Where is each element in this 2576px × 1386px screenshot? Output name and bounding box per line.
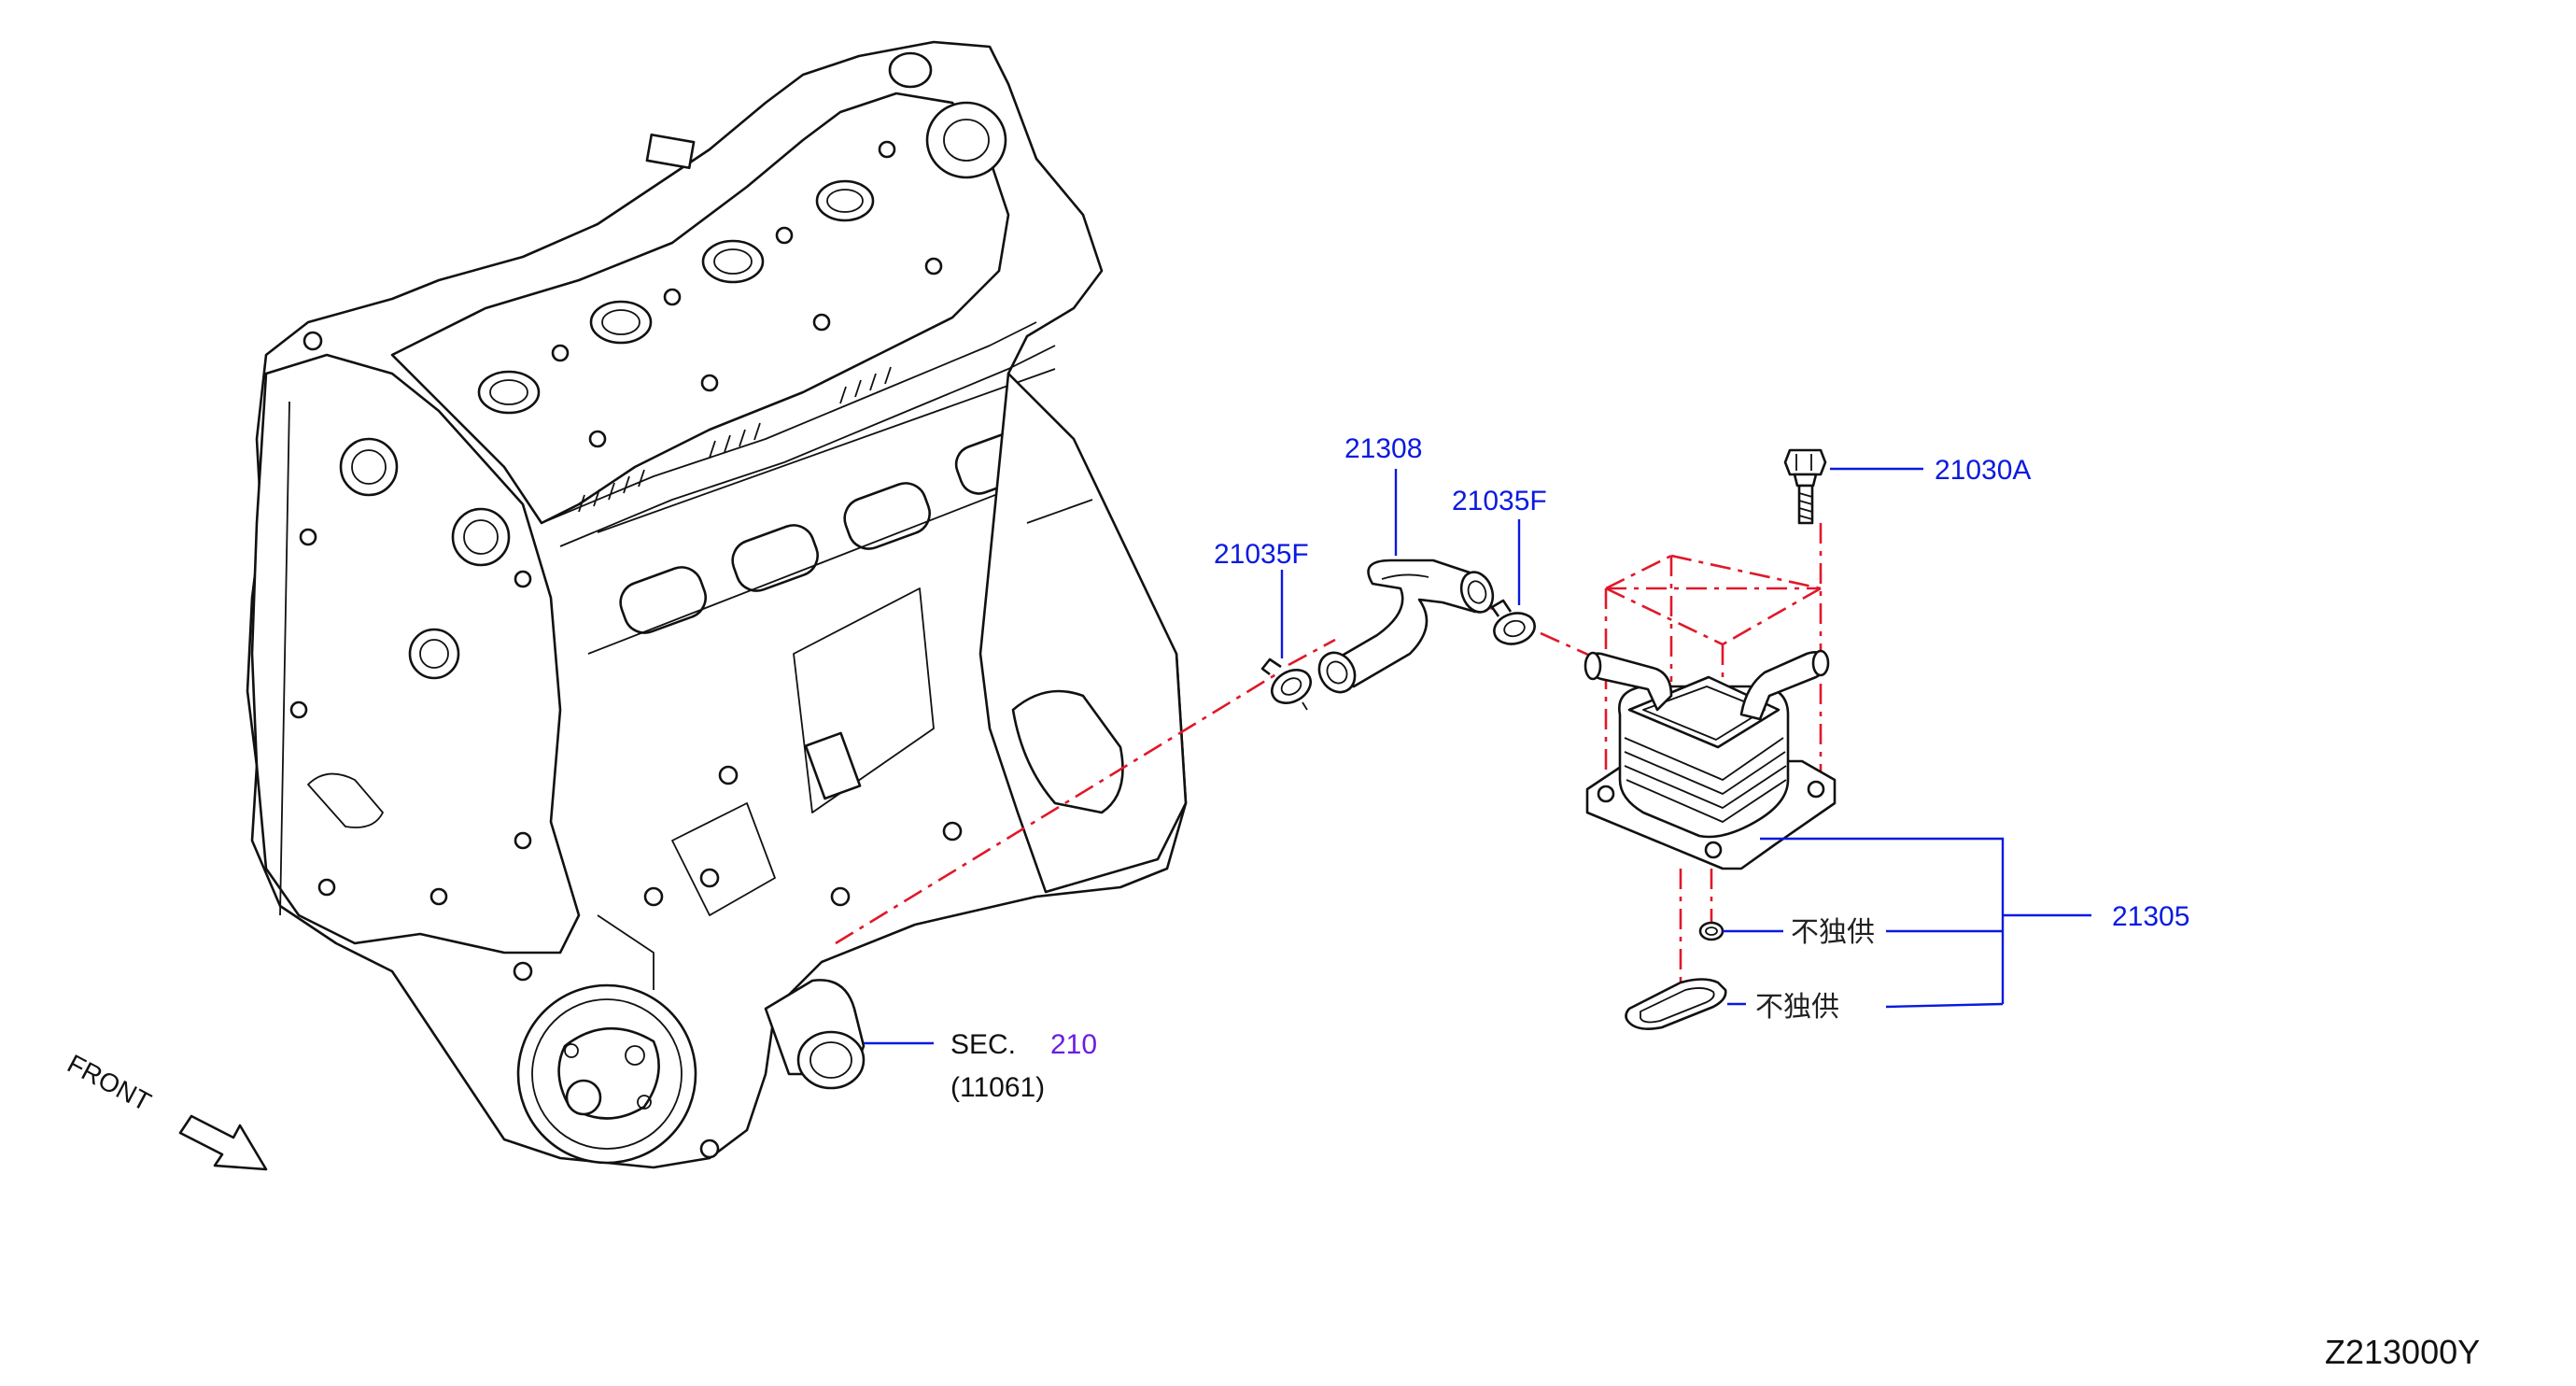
clamp-right-part-number: 21035F — [1452, 486, 1547, 516]
clamp-left[interactable] — [1260, 658, 1316, 711]
front-label: FRONT — [63, 1049, 156, 1117]
section-number[interactable]: 210 — [1050, 1029, 1097, 1060]
oil-cooler[interactable] — [1584, 649, 1837, 870]
front-indicator: FRONT — [63, 1049, 268, 1171]
hose[interactable] — [1312, 559, 1498, 699]
oil-cooler-part-number: 21305 — [2112, 901, 2189, 932]
section-prefix: SEC. — [950, 1029, 1016, 1060]
hose-part-number: 21308 — [1344, 433, 1422, 464]
leader-lines — [864, 467, 2091, 1045]
clamp-left-part-number: 21035F — [1214, 539, 1309, 570]
washer-note: 不独供 — [1791, 916, 1875, 949]
gasket[interactable] — [1625, 978, 1727, 1030]
clamp-right[interactable] — [1490, 599, 1539, 648]
engine-assembly — [246, 40, 1188, 1169]
diagram-code: Z213000Y — [2325, 1333, 2480, 1371]
gasket-note: 不独供 — [1755, 991, 1839, 1024]
washer[interactable] — [1698, 921, 1724, 941]
bolt[interactable] — [1783, 448, 1827, 525]
front-arrow-icon — [178, 1114, 268, 1171]
water-pump-pulley — [516, 983, 697, 1165]
section-sub-reference: (11061) — [950, 1072, 1045, 1103]
exhaust-ports — [587, 368, 1056, 655]
bolt-part-number: 21030A — [1935, 455, 2031, 486]
